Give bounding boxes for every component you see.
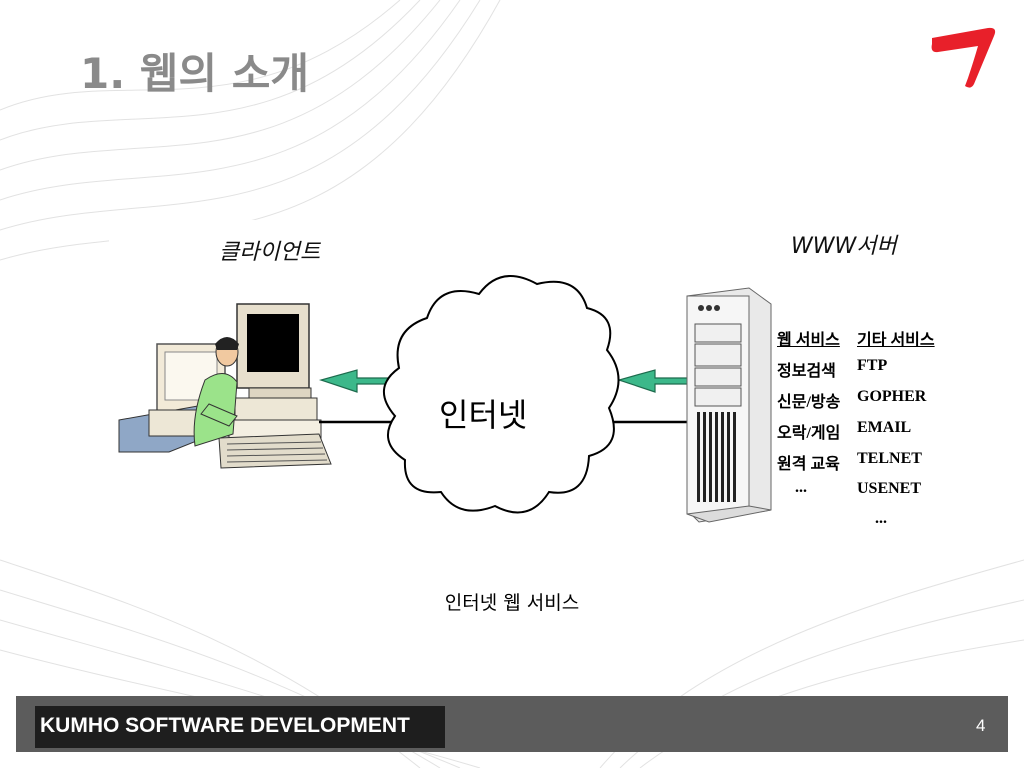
- footer-brand: KUMHO SOFTWARE DEVELOPMENT: [40, 714, 410, 737]
- page-number: 4: [976, 716, 986, 735]
- web-service-item: 원격 교육: [777, 456, 840, 473]
- other-service-item: FTP: [857, 357, 888, 374]
- web-services-header: 웹 서비스: [777, 332, 840, 349]
- other-service-item: EMAIL: [857, 419, 912, 436]
- internet-cloud-icon: [383, 275, 620, 514]
- client-computer-illustration: [118, 303, 332, 469]
- server-label: WWW서버: [791, 234, 897, 259]
- web-service-item: 신문/방송: [777, 394, 841, 411]
- footer-brand-box: [35, 706, 445, 748]
- other-service-item: ...: [875, 510, 887, 527]
- figure-illustration: [118, 275, 772, 523]
- internet-cloud-label: 인터넷: [439, 396, 528, 434]
- internet-web-service-figure: 클라이언트 WWW서버 인터넷 웹 서비스 정보검색 신문/방송 오락/게임 원…: [109, 220, 953, 545]
- web-service-item: 정보검색: [777, 363, 836, 380]
- web-service-item: 오락/게임: [777, 425, 841, 442]
- arrow-to-client-icon: [318, 369, 392, 393]
- other-service-item: USENET: [857, 480, 922, 497]
- www-server-illustration: [686, 287, 772, 523]
- arrow-to-cloud-icon: [616, 369, 690, 393]
- web-service-item: ...: [795, 479, 807, 496]
- other-service-item: GOPHER: [857, 388, 927, 405]
- figure-caption: 인터넷 웹 서비스: [444, 592, 580, 614]
- slide-title: 1. 웹의 소개: [80, 49, 309, 98]
- other-services-header: 기타 서비스: [857, 332, 935, 349]
- client-label: 클라이언트: [219, 240, 321, 265]
- other-service-item: TELNET: [857, 450, 922, 467]
- brand-logo: [931, 27, 996, 88]
